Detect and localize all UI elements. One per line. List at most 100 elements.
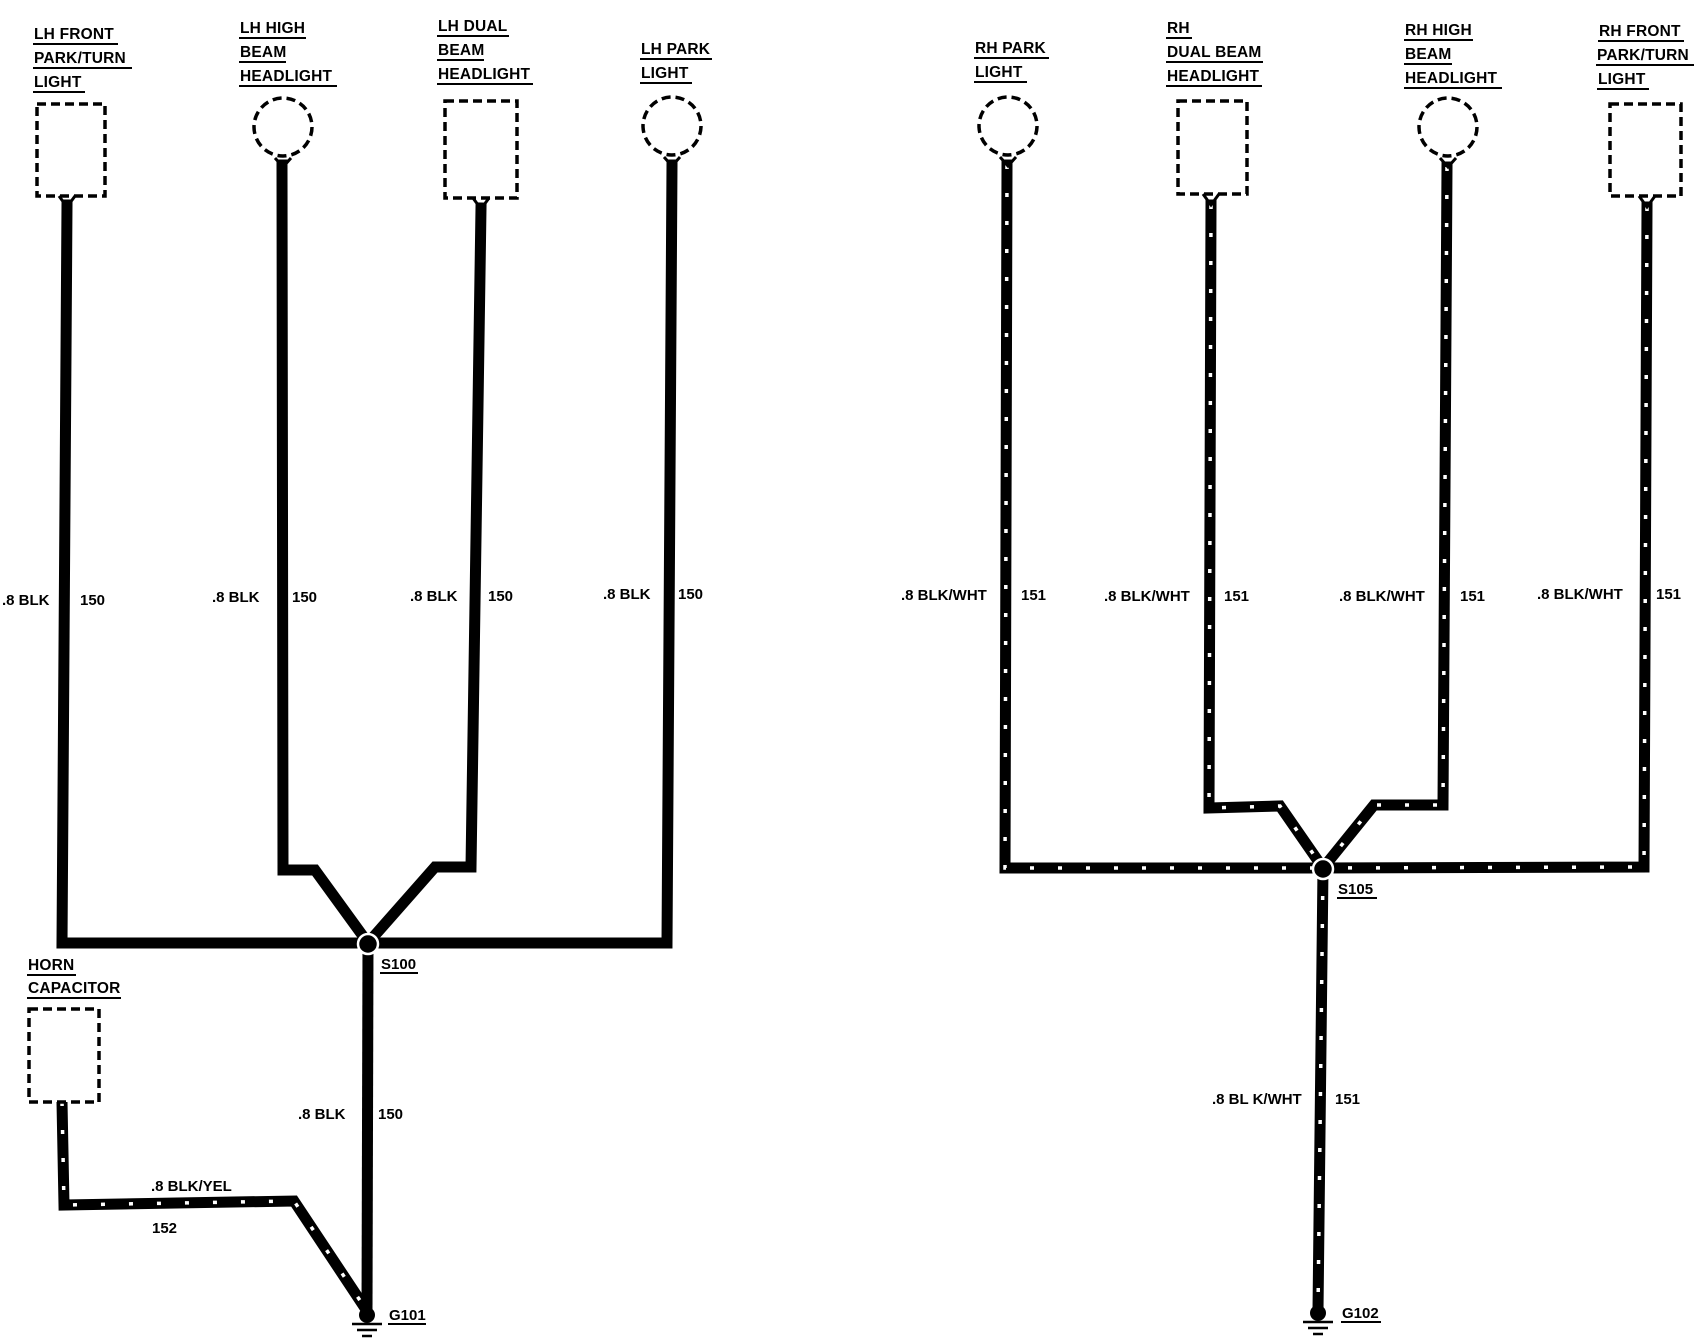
wire-lh-park-circuit: 150: [678, 586, 703, 603]
wire-s105-to-g102-circuit: 151: [1335, 1091, 1360, 1108]
wire-lh-park-gauge: .8 BLK: [603, 586, 651, 603]
svg-text:LH FRONT: LH FRONT: [34, 26, 114, 43]
lh-park-light-label: LH PARK LIGHT: [640, 41, 712, 84]
wire-s100-to-g101-circuit: 150: [378, 1106, 403, 1123]
wire-rh-park-gauge: .8 BLK/WHT: [901, 587, 987, 604]
wire-rh-high-beam-circuit: 151: [1460, 588, 1485, 605]
wire-lh-dual-beam-circuit: 150: [488, 588, 513, 605]
ground-g102-label: G102: [1342, 1305, 1379, 1322]
wire-s100-to-g101-gauge: .8 BLK: [298, 1106, 346, 1123]
wire-rh-dual-beam-gauge: .8 BLK/WHT: [1104, 588, 1190, 605]
svg-text:LIGHT: LIGHT: [34, 74, 82, 91]
wire-lh-front-park-turn: [56, 199, 374, 949]
rh-dual-beam-headlight-terminal: [1201, 193, 1221, 208]
rh-dual-beam-headlight-box: [1176, 99, 1249, 196]
wire-rh-front-park-turn-gauge: .8 BLK/WHT: [1537, 586, 1623, 603]
wire-lh-high-beam-circuit: 150: [292, 589, 317, 606]
lh-front-park-turn-light-box: [35, 102, 107, 198]
splice-s105-dot: [1311, 857, 1335, 881]
lh-dual-beam-headlight-label: LH DUAL BEAM HEADLIGHT: [437, 18, 533, 85]
svg-text:RH PARK: RH PARK: [975, 40, 1046, 57]
lh-park-light-bulb: [641, 95, 703, 157]
rh-high-beam-headlight-terminal: [1438, 157, 1458, 170]
lh-high-beam-headlight-label: LH HIGH BEAM HEADLIGHT: [239, 20, 337, 87]
splice-s100-dot: [356, 932, 380, 956]
left-circuit: S100 G101 LH FRONT PARK/TURN LIGHT LH HI…: [2, 18, 712, 1338]
lh-park-light-terminal: [662, 156, 682, 169]
svg-text:BEAM: BEAM: [1405, 46, 1451, 63]
wire-horn-capacitor: [56, 1096, 371, 1313]
splice-s100-label: S100: [381, 956, 416, 973]
wire-s105-to-g102-gauge: .8 BL K/WHT: [1212, 1091, 1302, 1108]
svg-text:CAPACITOR: CAPACITOR: [28, 980, 121, 997]
ground-g102-dot: [1310, 1305, 1326, 1321]
wire-s105-to-g102: [1312, 862, 1329, 1316]
wire-rh-dual-beam-circuit: 151: [1224, 588, 1249, 605]
wire-lh-front-park-turn-gauge: .8 BLK: [2, 592, 50, 609]
wire-rh-park-circuit: 151: [1021, 587, 1046, 604]
rh-front-park-turn-light-terminal: [1637, 195, 1657, 210]
rh-park-light-terminal: [998, 156, 1018, 169]
ground-g102: G102: [1303, 1305, 1381, 1336]
svg-text:LH PARK: LH PARK: [641, 41, 711, 58]
svg-text:HEADLIGHT: HEADLIGHT: [438, 66, 531, 83]
wire-horn-capacitor-circuit: 152: [152, 1220, 177, 1237]
svg-text:BEAM: BEAM: [438, 42, 484, 59]
horn-capacitor: [27, 1007, 101, 1104]
ground-g101: G101: [352, 1307, 426, 1338]
lh-front-park-turn-light: [35, 102, 107, 210]
wire-rh-high-beam-gauge: .8 BLK/WHT: [1339, 588, 1425, 605]
wire-rh-park: [999, 159, 1329, 874]
lh-dual-beam-headlight-box: [443, 99, 519, 200]
ground-g101-dot: [359, 1307, 375, 1323]
ground-g101-label: G101: [389, 1307, 426, 1324]
svg-text:LH DUAL: LH DUAL: [438, 18, 507, 35]
svg-text:PARK/TURN: PARK/TURN: [34, 50, 126, 67]
wire-rh-high-beam: [1315, 161, 1453, 876]
rh-front-park-turn-light-label: RH FRONT PARK/TURN LIGHT: [1596, 23, 1694, 90]
wire-rh-front-park-turn: [1317, 201, 1653, 874]
rh-high-beam-headlight-bulb: [1417, 96, 1479, 158]
lh-dual-beam-headlight: [443, 99, 519, 212]
svg-text:RH: RH: [1167, 20, 1190, 37]
lh-front-park-turn-light-terminal: [57, 195, 77, 210]
svg-text:DUAL BEAM: DUAL BEAM: [1167, 44, 1262, 61]
rh-park-light-bulb: [977, 95, 1039, 157]
lh-front-park-turn-light-label: LH FRONT PARK/TURN LIGHT: [33, 26, 132, 93]
svg-text:RH FRONT: RH FRONT: [1599, 23, 1681, 40]
horn-capacitor-box: [27, 1007, 101, 1104]
lh-high-beam-headlight-terminal: [273, 157, 293, 170]
wire-lh-dual-beam-gauge: .8 BLK: [410, 588, 458, 605]
rh-high-beam-headlight: [1417, 96, 1479, 170]
svg-text:LIGHT: LIGHT: [641, 65, 689, 82]
wire-lh-high-beam: [276, 159, 376, 951]
wire-rh-front-park-turn-circuit: 151: [1656, 586, 1681, 603]
lh-high-beam-headlight-bulb: [252, 96, 314, 158]
lh-high-beam-headlight: [252, 96, 314, 170]
rh-dual-beam-headlight: [1176, 99, 1249, 208]
svg-text:RH HIGH: RH HIGH: [1405, 22, 1472, 39]
svg-text:HEADLIGHT: HEADLIGHT: [1405, 70, 1498, 87]
svg-text:HORN: HORN: [28, 957, 74, 974]
wire-lh-park: [362, 159, 678, 949]
wire-rh-dual-beam: [1203, 199, 1331, 876]
lh-park-light: [641, 95, 703, 169]
svg-text:LIGHT: LIGHT: [1598, 71, 1646, 88]
wire-s100-to-g101: [361, 937, 374, 1318]
svg-text:BEAM: BEAM: [240, 44, 286, 61]
horn-capacitor-label: HORN CAPACITOR: [27, 957, 121, 999]
wire-lh-high-beam-gauge: .8 BLK: [212, 589, 260, 606]
rh-dual-beam-headlight-label: RH DUAL BEAM HEADLIGHT: [1166, 20, 1263, 87]
wire-horn-capacitor-gauge: .8 BLK/YEL: [151, 1178, 232, 1195]
svg-text:PARK/TURN: PARK/TURN: [1597, 47, 1689, 64]
svg-text:HEADLIGHT: HEADLIGHT: [240, 68, 333, 85]
rh-park-light: [977, 95, 1039, 169]
rh-high-beam-headlight-label: RH HIGH BEAM HEADLIGHT: [1404, 22, 1502, 89]
svg-text:HEADLIGHT: HEADLIGHT: [1167, 68, 1260, 85]
wire-lh-dual-beam: [360, 202, 487, 951]
rh-front-park-turn-light-box: [1608, 102, 1683, 198]
right-circuit: S105 G102 RH PARK LIGHT RH DUAL BEAM HEA…: [901, 20, 1694, 1336]
svg-text:LH HIGH: LH HIGH: [240, 20, 305, 37]
wire-lh-front-park-turn-circuit: 150: [80, 592, 105, 609]
